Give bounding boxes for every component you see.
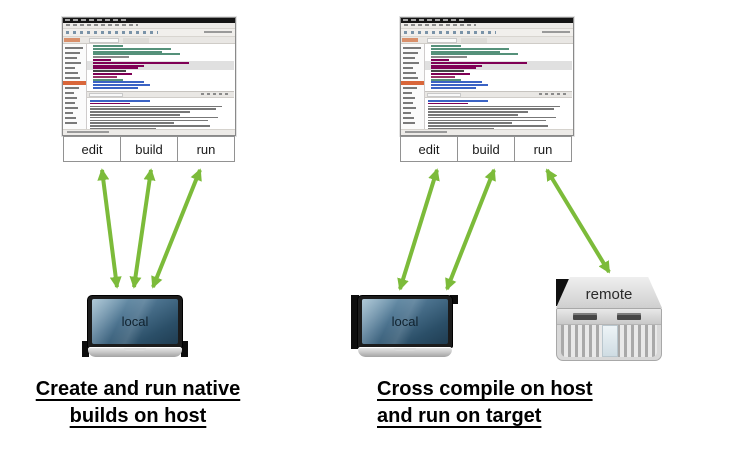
clipart-artifact: [82, 341, 89, 357]
arrow-left-edit-local: [97, 168, 122, 289]
laptop-label: local: [121, 314, 149, 329]
workflow-boxes-right: edit build run: [400, 136, 572, 162]
server-handle-slot: [617, 313, 641, 320]
box-edit: edit: [64, 137, 121, 161]
laptop-bezel: local: [87, 295, 183, 348]
ide-screenshot-left: [62, 17, 236, 136]
box-build: build: [121, 137, 178, 161]
arrow-right-build-local: [445, 168, 496, 291]
box-edit: edit: [401, 137, 458, 161]
arrow-right-edit-local: [397, 168, 440, 291]
laptop-screen: local: [362, 299, 448, 344]
screen-sheen: [362, 299, 448, 344]
laptop-bezel: local: [357, 295, 453, 348]
laptop-base: [88, 347, 182, 357]
caption-cross-compile: Cross compile on host and run on target: [377, 376, 637, 430]
laptop-base-notch: [393, 348, 417, 351]
caption-line: builds on host: [69, 405, 207, 427]
server-handle-slot: [573, 313, 597, 320]
ide-screenshot-right: [400, 17, 574, 136]
screen-sheen: [92, 299, 178, 344]
server-label: remote: [585, 285, 633, 303]
caption-line: and run on target: [377, 405, 542, 427]
arrow-right-run-remote: [545, 168, 611, 274]
laptop-local-left: local: [82, 295, 188, 357]
caption-native-builds: Create and run native builds on host: [0, 376, 276, 430]
server-remote: remote: [556, 277, 662, 361]
arrow-left-build-local: [129, 168, 156, 289]
server-handle-band: [557, 309, 661, 325]
clipart-artifact: [450, 295, 458, 304]
caption-line: Cross compile on host: [377, 378, 593, 400]
box-build: build: [458, 137, 515, 161]
clipart-artifact: [181, 341, 188, 357]
laptop-base: [358, 347, 452, 357]
box-run: run: [196, 141, 216, 157]
clipart-artifact: [351, 295, 359, 349]
server-body: [556, 308, 662, 361]
box-run: run: [533, 141, 553, 157]
arrow-left-run-local: [151, 168, 202, 289]
workflow-boxes-left: edit build run: [63, 136, 235, 162]
server-center-strip: [602, 325, 618, 357]
server-top-panel: remote: [556, 277, 662, 308]
laptop-label: local: [391, 314, 419, 329]
laptop-base-notch: [123, 348, 147, 351]
laptop-local-right: local: [351, 295, 458, 357]
caption-line: Create and run native: [35, 378, 241, 400]
laptop-screen: local: [92, 299, 178, 344]
